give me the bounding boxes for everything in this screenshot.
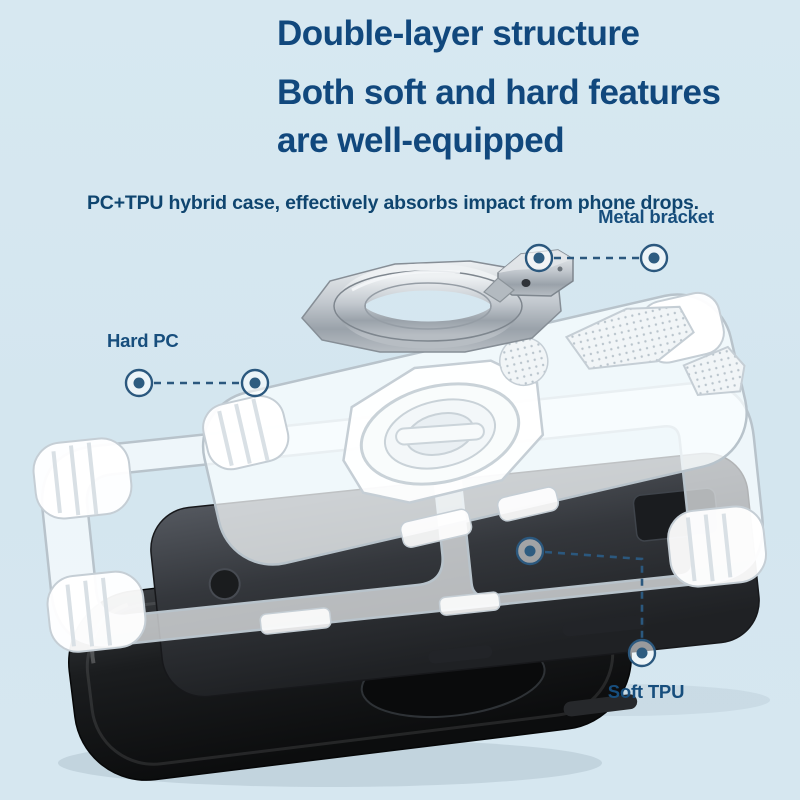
- corner-bumper: [667, 505, 767, 588]
- page-title: Double-layer structure: [277, 14, 640, 53]
- side-button: [563, 694, 638, 717]
- button-nub: [562, 615, 646, 637]
- soft-tpu-callout-line: [544, 550, 644, 639]
- hard-pc-back-shell: [201, 291, 748, 566]
- metal-ring-bracket: [301, 249, 574, 353]
- edge-tab: [496, 486, 560, 522]
- mesh-patch: [564, 305, 695, 370]
- callout-label-hard-pc: Hard PC: [107, 330, 179, 351]
- edge-tab: [259, 607, 332, 635]
- callout-label-soft-tpu: Soft TPU: [607, 681, 685, 702]
- edge-tab: [399, 508, 473, 548]
- edge-tab: [438, 591, 501, 616]
- camera-hole: [208, 568, 241, 601]
- corner-bumper: [32, 437, 133, 520]
- page-subtitle-line1: Both soft and hard features: [277, 73, 721, 112]
- metal-ring: [336, 263, 520, 349]
- page-description: PC+TPU hybrid case, effectively absorbs …: [87, 192, 699, 214]
- corner-bumper: [46, 570, 147, 653]
- callout-label-metal-bracket: Metal bracket: [598, 206, 714, 227]
- page-subtitle: Both soft and hard features are well-equ…: [277, 69, 721, 165]
- mesh-patch: [682, 345, 746, 397]
- button-nub: [428, 645, 493, 664]
- page-subtitle-line2: are well-equipped: [277, 121, 565, 160]
- callout-dots: [124, 243, 669, 668]
